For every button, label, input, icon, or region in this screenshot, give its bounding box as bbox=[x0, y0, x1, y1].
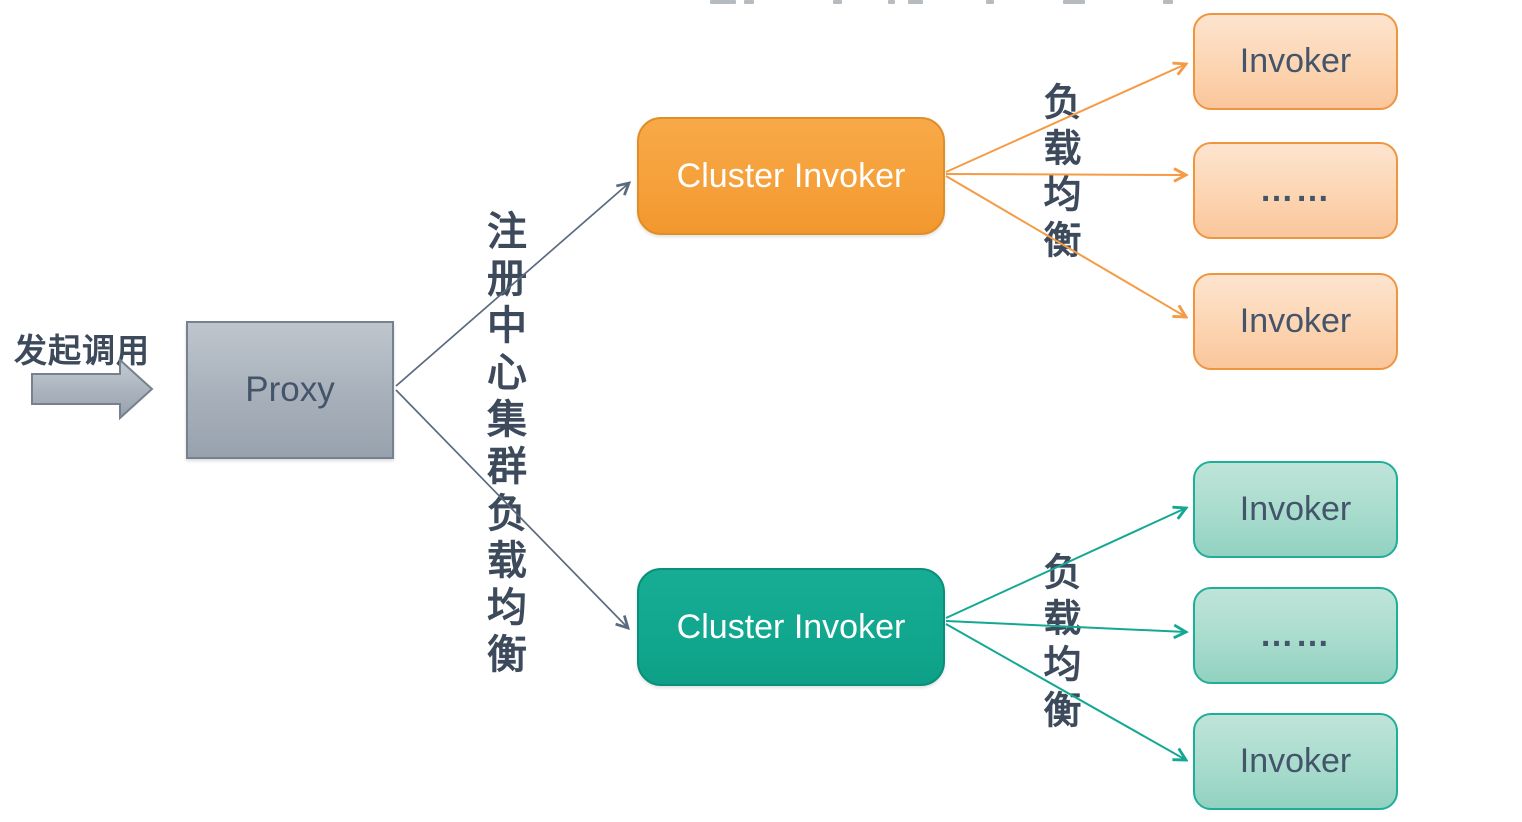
invoker-label: Invoker bbox=[1239, 490, 1352, 528]
ellipsis-label: …… bbox=[1259, 616, 1332, 654]
invoker-node-ellipsis: …… bbox=[1193, 142, 1398, 239]
invoker-node: Invoker bbox=[1193, 461, 1398, 558]
proxy-node: Proxy bbox=[186, 321, 394, 459]
cluster-invoker-a: Cluster Invoker bbox=[637, 117, 945, 235]
call-arrow-icon bbox=[31, 357, 154, 421]
invoker-node: Invoker bbox=[1193, 273, 1398, 370]
ellipsis-label: …… bbox=[1259, 171, 1332, 209]
loadbalance-label-a: 负载均衡 bbox=[1037, 82, 1079, 266]
caller-label: 发起调用 bbox=[14, 332, 150, 369]
registry-label: 注册中心集群负载均衡 bbox=[481, 210, 525, 680]
invoker-node-ellipsis: …… bbox=[1193, 587, 1398, 684]
invoker-label: Invoker bbox=[1239, 42, 1352, 80]
invoker-node: Invoker bbox=[1193, 13, 1398, 110]
proxy-label: Proxy bbox=[245, 370, 335, 409]
cluster-invoker-b-label: Cluster Invoker bbox=[676, 607, 906, 646]
loadbalance-label-b: 负载均衡 bbox=[1037, 552, 1079, 736]
cropped-title-remnant bbox=[0, 0, 1522, 6]
invoker-label: Invoker bbox=[1239, 302, 1352, 340]
invoker-label: Invoker bbox=[1239, 742, 1352, 780]
invoker-node: Invoker bbox=[1193, 713, 1398, 810]
cluster-invoker-a-label: Cluster Invoker bbox=[676, 156, 906, 195]
cluster-invoker-b: Cluster Invoker bbox=[637, 568, 945, 686]
